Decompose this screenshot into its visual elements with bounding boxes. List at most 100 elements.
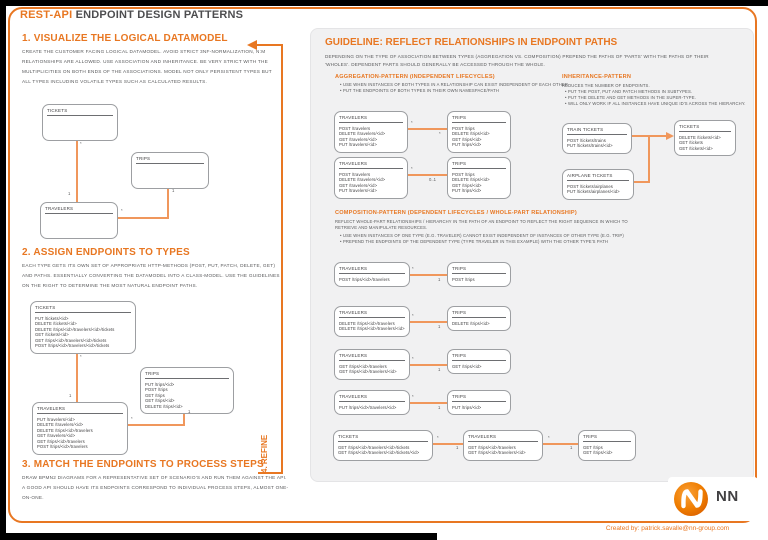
uml-box-tickets-super: TICKETS DELETE /tickets/<id>GET /tickets… — [674, 120, 736, 157]
uml-box-title: TRIPS — [452, 310, 467, 315]
connector-trips-travelers-2 — [118, 424, 185, 426]
uml-box-title: TRAVELERS — [339, 353, 368, 358]
refine-arrowhead-icon — [247, 40, 257, 50]
guideline-heading: GUIDELINE: REFLECT RELATIONSHIPS IN ENDP… — [325, 37, 618, 48]
multiplicity-label: * — [437, 435, 439, 440]
connector-tickets-travelers — [76, 120, 78, 215]
divider — [339, 122, 403, 123]
multiplicity-label: * — [439, 131, 441, 136]
list-line: USE WHEN INSTANCES OF BOTH TYPES IN A RE… — [340, 82, 630, 88]
multiplicity-label: * — [412, 394, 414, 399]
list-line: GET /trips/<id> — [452, 182, 482, 188]
uml-box-title: TRAIN TICKETS — [567, 127, 604, 132]
inheritance-intro: REDUCES THE NUMBER OF ENDPOINTS. — [562, 83, 650, 88]
uml-box-title: TRAVELERS — [339, 161, 368, 166]
frame-bottom-bar — [0, 533, 437, 540]
divider — [679, 131, 731, 132]
list-line: PREPEND THE ENDPOINTS OF THE DEPENDENT T… — [340, 239, 660, 245]
list-line: GET /trips/<id>/travelers/<id>/tickets/<… — [338, 450, 420, 456]
list-line: PUT /trips/<id> — [452, 188, 482, 194]
divider — [136, 163, 204, 164]
list-line: WILL ONLY WORK IF ALL INSTANCES HAVE UNI… — [565, 101, 750, 107]
refine-step-label: 4. REFINE — [260, 434, 269, 473]
divider — [452, 273, 506, 274]
divider — [567, 134, 627, 135]
list-line: DELETE /trips/<id>/travelers — [37, 427, 93, 433]
section1-heading: 1. VISUALIZE THE LOGICAL DATAMODEL — [22, 33, 228, 44]
section2-body: EACH TYPE GETS ITS OWN SET OF APPROPRIAT… — [22, 263, 280, 288]
divider — [339, 168, 403, 169]
uml-box-body: PUT /trips/<id> — [452, 405, 506, 411]
list-line: GET /tickets — [679, 140, 703, 146]
uml-box-title: TRAVELERS — [339, 310, 368, 315]
uml-box-body: PUT /tickets/<id>DELETE /tickets/<id>DEL… — [35, 316, 131, 350]
multiplicity-label: 1 — [438, 367, 441, 372]
uml-box-title: TRAVELERS — [339, 115, 368, 120]
nn-logo-icon — [674, 482, 708, 516]
divider — [47, 115, 113, 116]
list-line: POST /trips/<id>/travelers/<id>/tickets — [35, 343, 110, 349]
multiplicity-label: 1 — [68, 191, 71, 196]
section3-body: DRAW BPMN2 DIAGRAMS FOR A REPRESENTATIVE… — [22, 475, 289, 500]
uml-box-body — [45, 217, 113, 234]
list-line: POST /trips — [452, 276, 475, 282]
list-line: POST /trips/<id>/travelers — [37, 444, 88, 450]
list-line: DELETE /travelers/<id> — [339, 131, 386, 137]
uml-box-title: TRIPS — [452, 161, 467, 166]
uml-box-body: DELETE /trips/<id> — [452, 321, 506, 327]
list-line: POST /tickets/airplanes — [567, 183, 613, 189]
divider — [339, 401, 405, 402]
agg-row2-connector — [405, 174, 450, 176]
composition-heading: COMPOSITION-PATTERN (DEPENDENT LIFECYCLE… — [335, 210, 577, 216]
nn-logo: NN — [668, 477, 758, 521]
list-line: GET /trips — [145, 392, 165, 398]
list-line: GET /trips/<id> — [452, 136, 482, 142]
list-line: GET /travelers/<id> — [339, 182, 378, 188]
multiplicity-label: * — [412, 313, 414, 318]
multiplicity-label: * — [80, 141, 82, 146]
connector-tickets-travelers-2 — [76, 320, 78, 415]
list-line: GET /trips/<id>/travelers/<id>/tickets — [338, 444, 410, 450]
list-line: PUT /tickets/<id> — [35, 315, 69, 321]
list-line: GET /tickets/<id> — [679, 145, 713, 151]
list-line: GET /trips/<id>/travelers/<id> — [339, 369, 397, 375]
section2-heading: 2. ASSIGN ENDPOINTS TO TYPES — [22, 247, 190, 258]
list-line: PUT /trips/<id> — [452, 142, 482, 148]
list-line: DELETE /trips/<id> — [452, 177, 490, 183]
uml-box-travelers-comp1: TRAVELERS POST /trips/<id>/travelers — [334, 262, 410, 288]
list-line: GET /trips — [583, 444, 603, 450]
uml-box-tickets-chain: TICKETS GET /trips/<id>/travelers/<id>/t… — [333, 430, 433, 461]
list-line: POST /tickets/trains — [567, 137, 606, 143]
uml-box-title: TICKETS — [338, 434, 359, 439]
uml-box-body: PUT /trips/<id>/travelers/<id> — [339, 405, 405, 411]
uml-box-body: PUT /travelers/<id>DELETE /travelers/<id… — [37, 417, 123, 451]
list-line: PUT /trips/<id> — [145, 381, 175, 387]
list-line: GET /trips/<id>/travelers — [468, 444, 516, 450]
uml-box-title: TRIPS — [145, 371, 160, 376]
list-line: GET /trips/<id>/travelers/<id>/tickets — [35, 337, 107, 343]
comp-row3-connector — [405, 364, 450, 366]
refine-arrow-bottom — [258, 472, 283, 474]
page-title-text: ENDPOINT DESIGN PATTERNS — [75, 9, 244, 21]
section1-body: CREATE THE CUSTOMER FACING LOGICAL DATAM… — [22, 49, 272, 84]
uml-box-title: TRIPS — [452, 115, 467, 120]
list-line: PUT /tickets/trains/<id> — [567, 143, 613, 149]
divider — [37, 413, 123, 414]
uml-box-trips-comp4: TRIPS PUT /trips/<id> — [447, 390, 511, 416]
list-line: PUT /travelers/<id> — [37, 416, 75, 422]
list-line: DELETE /trips/<id>/travelers — [339, 320, 395, 326]
nn-logo-text: NN — [716, 488, 739, 505]
comp-row1-connector — [405, 274, 450, 276]
uml-box-title: TRAVELERS — [37, 406, 66, 411]
